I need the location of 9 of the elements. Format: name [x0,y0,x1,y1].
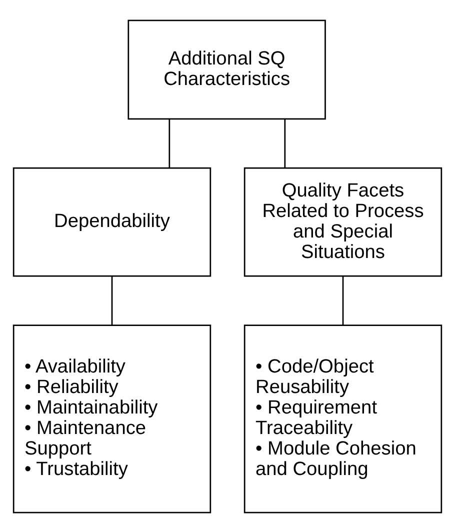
node-box: Additional SQ Characteristics [128,19,326,120]
connector [111,276,113,325]
connector [284,118,286,168]
node-box: • Code/Object Reusability • Requirement Traceability • Module Cohesion and Coupling [244,324,442,513]
connector [168,118,170,168]
node-box: Quality Facets Related to Process and Special Situations [244,166,442,276]
node-box: Dependability [12,166,212,276]
connector [342,276,344,325]
node-box: • Availability • Reliability • Maintainability • Maintenance Support • Trustability [12,324,212,513]
